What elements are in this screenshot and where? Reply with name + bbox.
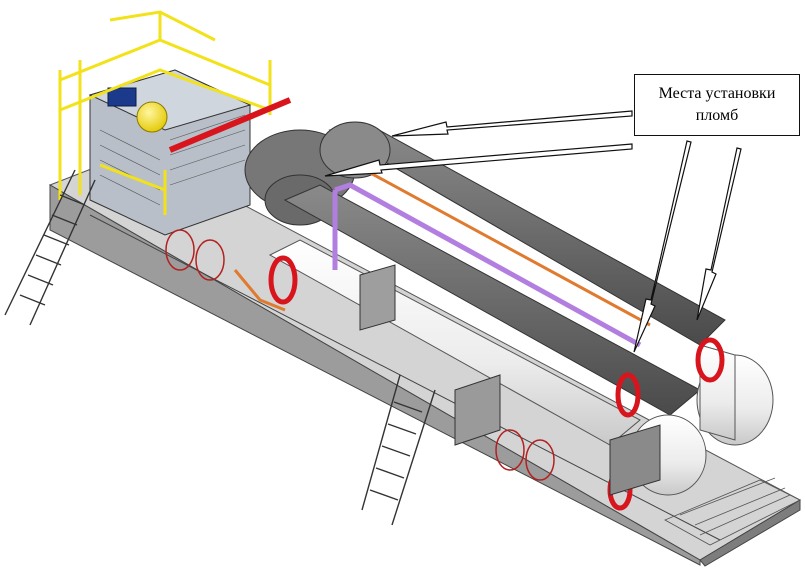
orange-pipe: [233, 168, 651, 327]
valve-wheels: [165, 229, 555, 481]
yellow-sphere: [136, 101, 168, 133]
callout-line-2: пломб: [695, 107, 739, 124]
purple-pipe: [332, 182, 642, 348]
stair-right: [361, 374, 436, 526]
end-grating: [664, 477, 801, 546]
red-flanges: [168, 97, 725, 511]
callout-line-1: Места установки: [658, 85, 776, 102]
cabinets: [359, 264, 661, 496]
cooler-block: [88, 69, 252, 236]
stair-left: [4, 169, 96, 326]
callout-arrows: [324, 110, 742, 353]
callout-label: Места установки пломб: [634, 74, 800, 136]
yellow-railing: [58, 10, 272, 215]
